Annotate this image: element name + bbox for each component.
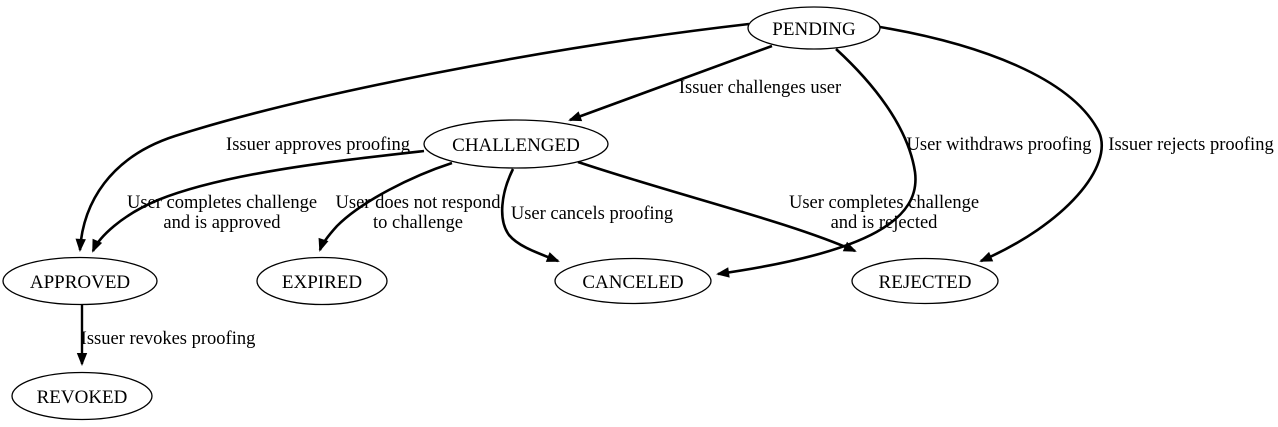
node-layer: PENDING CHALLENGED APPROVED EXPIRED CANC…: [2, 6, 999, 421]
edge-label-approved-to-revoked: Issuer revokes proofing: [81, 329, 256, 349]
node-challenged: CHALLENGED: [423, 119, 609, 169]
node-pending-ellipse: [747, 6, 881, 50]
node-challenged-ellipse: [423, 119, 609, 169]
edge-pending-to-rejected: [879, 25, 1103, 263]
node-rejected-ellipse: [851, 257, 999, 305]
node-revoked-ellipse: [11, 371, 153, 421]
node-rejected: REJECTED: [851, 257, 999, 305]
edge-label-layer: Issuer challenges user Issuer approves p…: [81, 78, 1274, 349]
node-approved: APPROVED: [2, 256, 158, 306]
edge-pending-to-canceled: [716, 48, 917, 278]
edge-label-challenged-to-approved-line1: User completes challenge: [127, 193, 317, 213]
node-revoked-label: REVOKED: [37, 387, 128, 408]
node-expired-ellipse: [256, 256, 388, 306]
node-revoked: REVOKED: [11, 371, 153, 421]
edge-pending-to-challenged: [568, 44, 773, 122]
edge-challenged-to-canceled: [500, 168, 560, 263]
node-pending: PENDING: [747, 6, 881, 50]
node-expired: EXPIRED: [256, 256, 388, 306]
edge-label-challenged-to-canceled: User cancels proofing: [511, 204, 673, 224]
edge-pending-to-approved: [75, 22, 750, 252]
edge-label-challenged-to-rejected-line1: User completes challenge: [789, 193, 979, 213]
edge-challenged-to-rejected: [577, 160, 857, 253]
edge-label-challenged-to-expired-line2: to challenge: [373, 213, 463, 233]
node-approved-label: APPROVED: [30, 272, 130, 293]
edge-label-pending-to-challenged: Issuer challenges user: [679, 78, 841, 98]
node-approved-ellipse: [2, 256, 158, 306]
node-canceled: CANCELED: [554, 257, 712, 305]
edge-label-challenged-to-approved-line2: and is approved: [163, 213, 281, 233]
node-canceled-ellipse: [554, 257, 712, 305]
node-challenged-label: CHALLENGED: [452, 135, 580, 156]
edge-layer: [75, 22, 1103, 366]
edge-label-pending-to-canceled: User withdraws proofing: [907, 135, 1092, 155]
edge-label-challenged-to-rejected-line2: and is rejected: [831, 213, 939, 233]
edge-label-pending-to-rejected: Issuer rejects proofing: [1108, 135, 1273, 155]
node-expired-label: EXPIRED: [282, 272, 362, 293]
node-rejected-label: REJECTED: [879, 272, 972, 293]
edge-challenged-to-approved: [91, 149, 425, 253]
node-pending-label: PENDING: [772, 19, 856, 40]
node-canceled-label: CANCELED: [582, 272, 683, 293]
edge-label-pending-to-approved: Issuer approves proofing: [226, 135, 410, 155]
edge-label-challenged-to-expired-line1: User does not respond: [336, 193, 502, 213]
edge-challenged-to-expired: [318, 161, 453, 252]
